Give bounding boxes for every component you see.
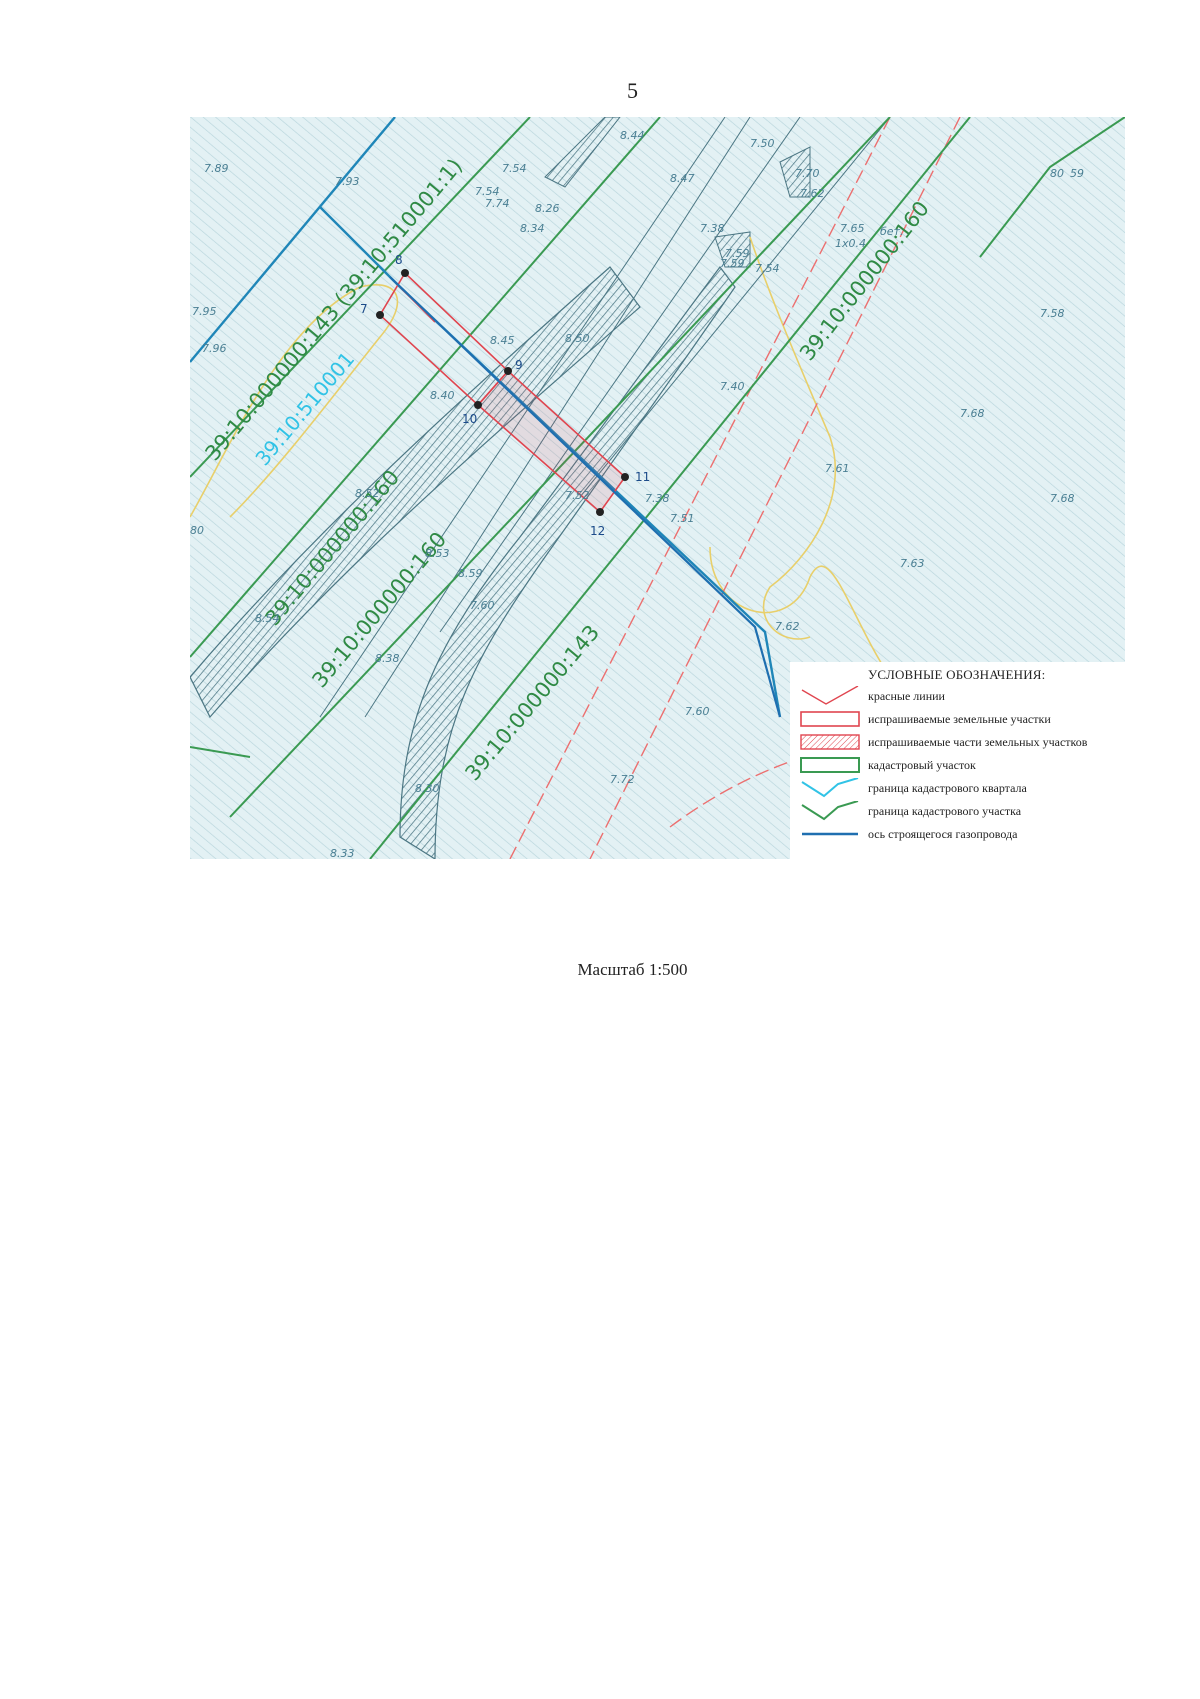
gas-pipeline-axis (389, 276, 782, 718)
elev: 8.33 (330, 847, 355, 859)
point-label-12: 12 (590, 524, 605, 538)
map-canvas: 7 8 9 10 11 12 39:10:000000:143 (39:10:5… (190, 117, 1125, 859)
legend-title: УСЛОВНЫЕ ОБОЗНАЧЕНИЯ: (868, 667, 1046, 682)
point-label-11: 11 (635, 470, 650, 484)
page-number: 5 (627, 78, 638, 103)
green-zigzag-icon (801, 801, 859, 821)
elev: 8.54 (255, 612, 280, 625)
elev: 7.62 (800, 187, 825, 200)
elev: 7.72 (610, 773, 635, 786)
thin-lines (319, 117, 891, 718)
elev: 8.52 (355, 487, 380, 500)
legend-label: красные линии (868, 689, 945, 703)
point-9 (504, 367, 512, 375)
legend-item-red-lines: красные линии (790, 686, 1140, 706)
elev: 1х0.4 (835, 237, 866, 250)
legend-label: испрашиваемые земельные участки (868, 712, 1051, 726)
legend-label: испрашиваемые части земельных участков (868, 735, 1088, 749)
elev: 8.59 (458, 567, 483, 580)
green-boundaries (190, 117, 1125, 859)
elev: 7.62 (775, 620, 800, 633)
elev: 7.68 (1050, 492, 1075, 505)
elev: 7.60 (470, 599, 495, 612)
elev: 7.96 (202, 342, 227, 355)
elev: 7.38 (645, 492, 670, 505)
legend: УСЛОВНЫЕ ОБОЗНАЧЕНИЯ: красные линии испр… (790, 662, 1140, 862)
red-outline-rect-icon (800, 711, 860, 727)
boundary-points (376, 269, 629, 516)
elev: 8.47 (670, 172, 695, 185)
legend-item-requested-parts: испрашиваемые части земельных участков (790, 732, 1140, 752)
green-outline-rect-icon (800, 757, 860, 773)
point-12 (596, 508, 604, 516)
legend-label: ось строящегося газопровода (868, 827, 1018, 841)
elev: 7.58 (1040, 307, 1065, 320)
elev: 7.61 (825, 462, 850, 475)
elevation-marks: 7.89 7.93 7.95 7.96 8.44 8.47 7.50 7.70 … (190, 129, 1084, 859)
scale-caption: Масштаб 1:500 (577, 960, 688, 979)
elev: 7.50 (750, 137, 775, 150)
cadastral-map: 7 8 9 10 11 12 39:10:000000:143 (39:10:5… (190, 117, 1125, 859)
point-labels: 7 8 9 10 11 12 (360, 253, 650, 538)
elev: 7.59 (725, 247, 750, 260)
elev: 7.63 (900, 557, 925, 570)
elev: 8.44 (620, 129, 645, 142)
elev: 8.40 (430, 389, 455, 402)
legend-item-cadastral-parcel: кадастровый участок (790, 755, 1140, 775)
elev: 7.68 (960, 407, 985, 420)
legend-item-requested-parcels: испрашиваемые земельные участки (790, 709, 1140, 729)
point-7 (376, 311, 384, 319)
elev: 7.60 (685, 705, 710, 718)
elev: 59 (1070, 167, 1084, 180)
point-label-9: 9 (515, 358, 523, 372)
legend-label: кадастровый участок (868, 758, 976, 772)
legend-item-quarter-boundary: граница кадастрового квартала (790, 778, 1140, 798)
elev: 80 (190, 524, 204, 537)
blue-line-icon (802, 832, 858, 836)
slope-strips (190, 117, 811, 859)
elev: 7.59 (720, 257, 745, 270)
legend-item-gas-pipeline: ось строящегося газопровода (790, 824, 1140, 844)
point-label-7: 7 (360, 302, 368, 316)
legend-item-parcel-boundary: граница кадастрового участка (790, 801, 1140, 821)
elev: 7.54 (475, 185, 500, 198)
elev: 7.95 (192, 305, 217, 318)
elev: 80 (1050, 167, 1064, 180)
elev: 8.30 (415, 782, 440, 795)
point-11 (621, 473, 629, 481)
elev: 8.50 (565, 332, 590, 345)
elev: 7.54 (502, 162, 527, 175)
elev: 7.54 (755, 262, 780, 275)
cyan-zigzag-icon (801, 778, 859, 798)
elev: 7.52 (565, 489, 590, 502)
elev: 7.40 (720, 380, 745, 393)
point-8 (401, 269, 409, 277)
elev: 8.34 (520, 222, 545, 235)
point-10 (474, 401, 482, 409)
elev: 7.89 (204, 162, 229, 175)
elev: 7.74 (485, 197, 510, 210)
elev: 8.38 (375, 652, 400, 665)
point-label-8: 8 (395, 253, 403, 267)
elev: 7.51 (670, 512, 695, 525)
elev: 8.45 (490, 334, 515, 347)
elev: 7.38 (700, 222, 725, 235)
elev: 7.93 (335, 175, 360, 188)
elev: 8.26 (535, 202, 560, 215)
red-hatched-rect-icon (800, 734, 860, 750)
point-label-10: 10 (462, 412, 477, 426)
legend-label: граница кадастрового участка (868, 804, 1022, 818)
red-lines-icon (801, 686, 859, 705)
elev: 8.53 (425, 547, 450, 560)
elev: бет. (880, 225, 903, 238)
elev: 7.70 (795, 167, 820, 180)
elev: 7.65 (840, 222, 865, 235)
legend-label: граница кадастрового квартала (868, 781, 1027, 795)
